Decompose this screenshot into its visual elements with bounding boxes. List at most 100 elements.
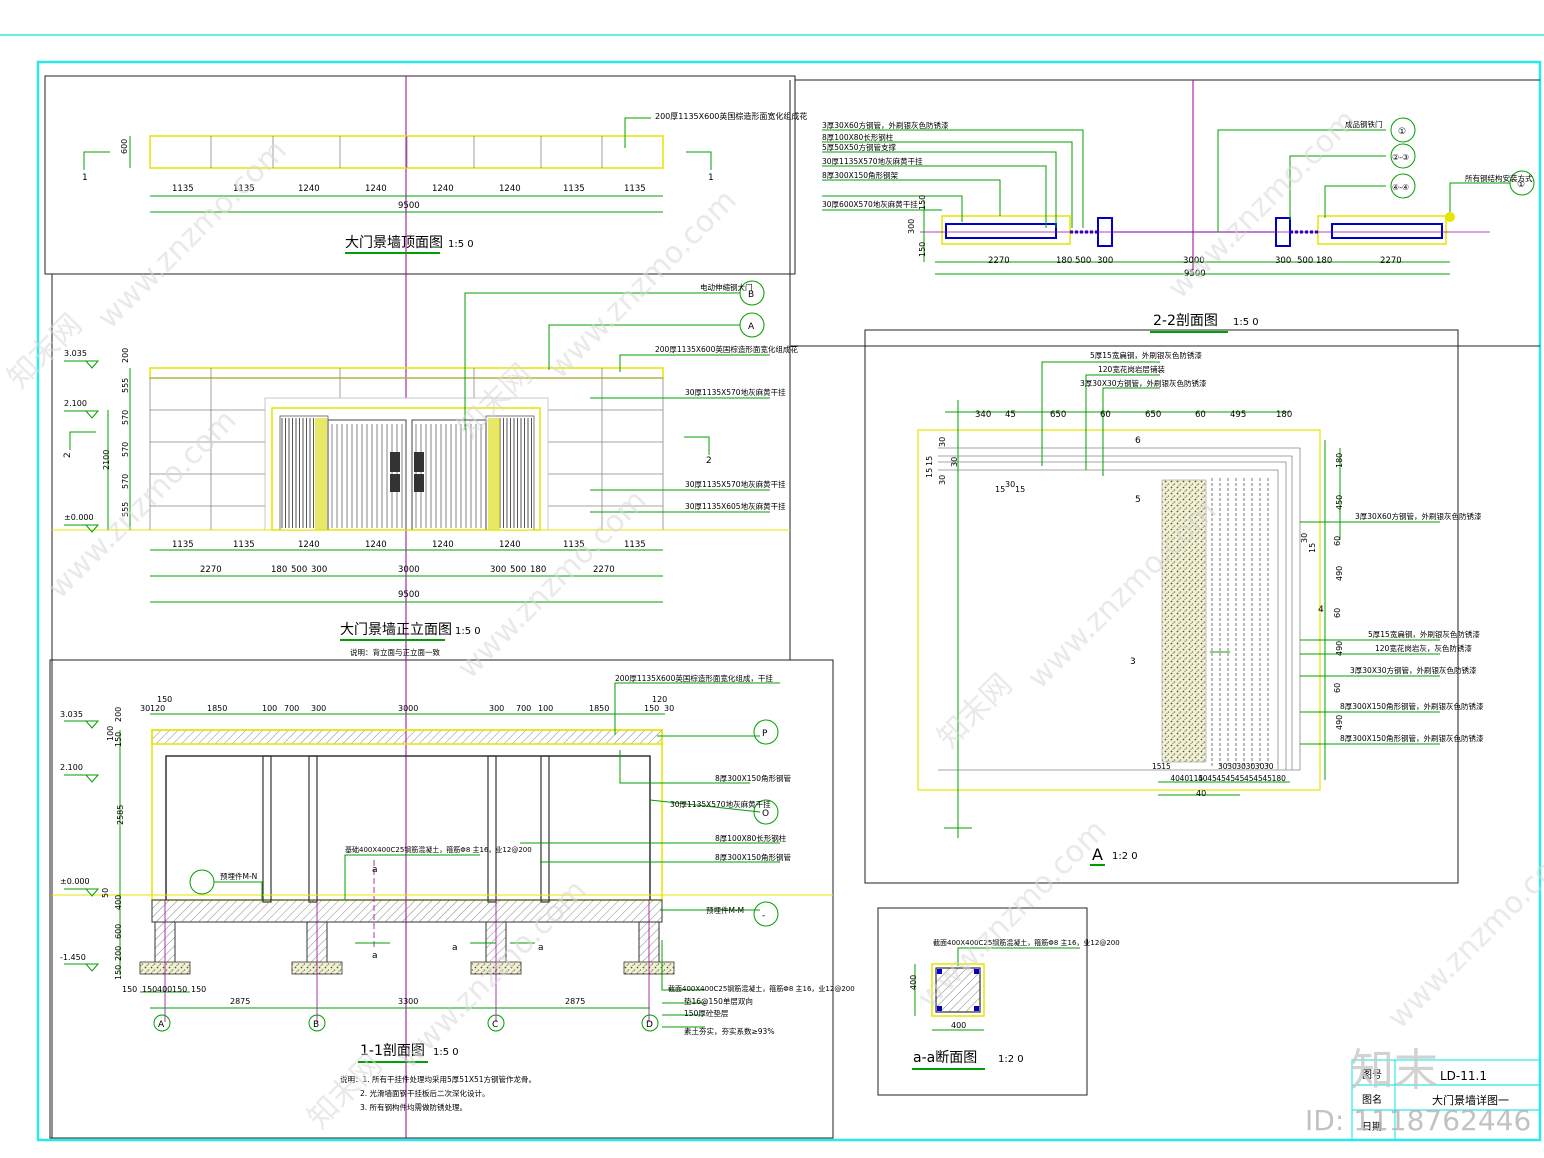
a-bottom-dim: 45 xyxy=(1235,774,1245,783)
section11-scale: 1:5 0 xyxy=(433,1047,459,1058)
s11-note: 说明：1. 所有干挂件处理均采用5厚51X51方钢管作龙骨。 xyxy=(340,1074,536,1084)
front-elevation: 电动伸缩钢大门 B A 200厚1135X600英国棕造形面宽化组成花 30厚1… xyxy=(52,280,798,657)
aa-scale: 1:2 0 xyxy=(998,1054,1024,1065)
a-bottom-dim: 45 xyxy=(1244,774,1254,783)
s22-circle: ②-③ xyxy=(1392,153,1409,162)
a-bottom-dim: 45 xyxy=(1216,774,1226,783)
s11-bottom-dim: 150 xyxy=(191,985,206,994)
logo-watermark: 知末 xyxy=(1350,1045,1438,1096)
s11-top-dim: 700 xyxy=(284,704,299,713)
section-mark-left: 1 xyxy=(82,173,88,183)
aa-dim: 400 xyxy=(909,975,918,990)
s11-left-dim: 200 xyxy=(114,707,123,722)
dim: 2270 xyxy=(988,256,1010,266)
tb-label: 日期 xyxy=(1362,1121,1382,1133)
dim: 1240 xyxy=(499,184,521,194)
s11-callout: 150厚砼垫层 xyxy=(684,1008,729,1018)
dim: 1135 xyxy=(233,540,255,550)
a-bottom-dim: 115 xyxy=(1189,774,1204,783)
axis-label: B xyxy=(313,1020,319,1030)
s11-note: 3. 所有钢构件均需做防锈处理。 xyxy=(360,1102,467,1112)
axis-label: A xyxy=(158,1020,165,1030)
s11-callout: 截面400X400C25钢筋混凝土，箍筋Φ8 主16，业12@200 xyxy=(668,984,855,993)
s11-bottom-dim: 2875 xyxy=(565,997,585,1006)
dim: 500 xyxy=(510,565,526,575)
elev-callout: 30厚1135X605地灰麻黄干挂 xyxy=(685,501,786,511)
dim: 500 xyxy=(291,565,307,575)
s22-circle: ④-④ xyxy=(1392,183,1409,192)
a-bottom-dim: 40 xyxy=(1170,774,1180,783)
s11-top-dim: 150 xyxy=(157,695,172,704)
watermark: www.znzmo.com xyxy=(911,813,1114,1016)
a-bottom-dim: 45 xyxy=(1226,774,1236,783)
dim: 1240 xyxy=(499,540,521,550)
s11-callout: 8厚100X80长形钢柱 xyxy=(715,833,787,843)
s11-bottom-dim: 3300 xyxy=(398,997,418,1006)
s22-callout: 8厚100X80长形钢柱 xyxy=(822,132,894,142)
s11-bottom-dim: 150 xyxy=(172,985,187,994)
a-right-dim: 60 xyxy=(1333,683,1342,693)
s11-callout: 预埋件M-M xyxy=(706,905,744,915)
a-marker: 5 xyxy=(1135,495,1141,505)
dim: 1135 xyxy=(624,184,646,194)
tb-label: 图号 xyxy=(1362,1069,1382,1081)
axis-label: D xyxy=(646,1020,653,1030)
a-dim: 60 xyxy=(1195,410,1206,420)
s22-callout: 8厚300X150角形钢架 xyxy=(822,170,899,180)
dim: 1135 xyxy=(624,540,646,550)
detail-a: 5厚15宽扁钢，外刷银灰色防锈漆 120宽花岗岩层铺装 3厚30X30方钢管，外… xyxy=(917,350,1484,866)
a-bottom-dim: 30 xyxy=(1246,762,1256,771)
dim: 1135 xyxy=(172,540,194,550)
axis-label: C xyxy=(492,1020,498,1030)
s22-circle: ① xyxy=(1398,127,1406,137)
s22-right-callout: 成品钢铁门 xyxy=(1345,119,1383,129)
watermark: 知末网 xyxy=(931,667,1019,755)
top-plan-height: 600 xyxy=(120,139,129,154)
a-marker: 30 xyxy=(1005,480,1015,489)
dim: 3000 xyxy=(1183,256,1205,266)
a-bottom-dim: 45 xyxy=(1207,774,1217,783)
a-right-dim: 490 xyxy=(1335,641,1344,656)
elev-callout: 30厚1135X570地灰麻黄干挂 xyxy=(685,387,786,397)
s11-top-dim: 100 xyxy=(538,704,553,713)
dim: 1240 xyxy=(432,184,454,194)
s11-top-dim: 300 xyxy=(489,704,504,713)
s11-callout: 8厚300X150角形钢管 xyxy=(715,773,792,783)
s11-top-dim: 100 xyxy=(262,704,277,713)
dim: 180 xyxy=(1316,256,1332,266)
elev-callout: 电动伸缩钢大门 xyxy=(700,282,753,292)
a-marker: 3 xyxy=(1130,657,1136,667)
a-right-dim: 60 xyxy=(1333,536,1342,546)
a-left-dim: 15 xyxy=(925,456,934,466)
a-right-dim: 60 xyxy=(1333,608,1342,618)
dim: 1135 xyxy=(233,184,255,194)
section-mark-right: 1 xyxy=(708,173,714,183)
s22-left-dim: 150 xyxy=(918,242,927,257)
a-left-dim: 30 xyxy=(938,437,947,447)
dim: 300 xyxy=(1097,256,1113,266)
a-bottom-dim: 30 xyxy=(1218,762,1228,771)
section22-title: 2-2剖面图 xyxy=(1153,313,1218,329)
tb-label: 图名 xyxy=(1362,1093,1382,1106)
a-bottom-dim: 30 xyxy=(1227,762,1237,771)
a-marker: 15 xyxy=(1015,485,1025,494)
s11-top-dim: 1850 xyxy=(207,704,227,713)
a-callout: 8厚300X150角形钢管，外刷银灰色防锈漆 xyxy=(1340,701,1484,711)
a-left-dim: 30 xyxy=(938,475,947,485)
dim: 180 xyxy=(530,565,546,575)
s11-note: 2. 光滑墙面钢干挂板后二次深化设计。 xyxy=(360,1088,490,1098)
a-right-dim: 450 xyxy=(1335,495,1344,510)
elevation-title: 大门景墙正立面图 xyxy=(340,622,452,638)
s22-right-callout: 所有钢结构安装方式 xyxy=(1465,173,1533,183)
level: ±0.000 xyxy=(64,513,94,522)
s11-a: a xyxy=(538,943,544,953)
top-plan-scale: 1:5 0 xyxy=(448,239,474,250)
elevation-scale: 1:5 0 xyxy=(455,626,481,637)
s22-callout: 30厚1135X570地灰麻黄干挂 xyxy=(822,156,923,166)
s11-circle: P xyxy=(762,729,768,739)
a-bottom-dim: 180 xyxy=(1272,774,1287,783)
level: 3.035 xyxy=(64,349,87,358)
dim: 180 xyxy=(1056,256,1072,266)
s11-a: a xyxy=(372,951,378,961)
a-right-dim: 15 xyxy=(1308,543,1317,553)
